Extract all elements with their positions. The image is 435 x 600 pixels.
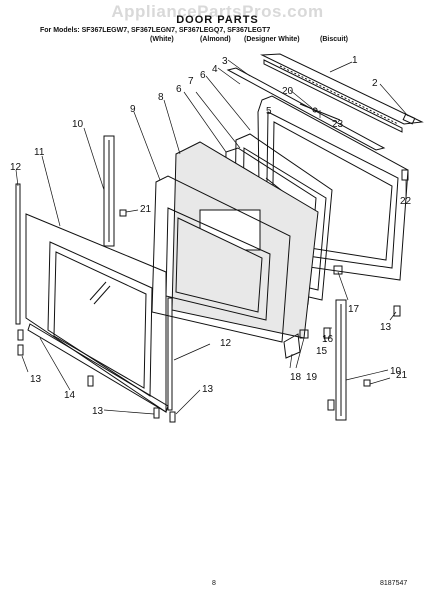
callout-8: 8 — [158, 92, 164, 103]
page-title: DOOR PARTS — [176, 14, 259, 26]
part-21-left — [119, 209, 127, 217]
callout-2: 2 — [372, 78, 378, 89]
part-inner-panel — [151, 175, 291, 343]
color-white: (White) — [150, 36, 174, 43]
callout-13-left: 13 — [30, 374, 42, 385]
part-trim-left — [15, 183, 21, 325]
callout-3: 3 — [222, 56, 228, 67]
part-hinge-right — [335, 299, 347, 421]
part-17 — [333, 265, 343, 275]
callout-5: 5 — [266, 106, 272, 117]
watermark: AppliancePartsPros.com — [111, 2, 324, 21]
part-vent-trim — [260, 53, 424, 133]
callout-22: 22 — [400, 196, 412, 207]
part-hinge-left — [103, 135, 115, 247]
callout-10-right: 10 — [390, 366, 402, 377]
document-number: 8187547 — [380, 580, 408, 587]
callout-6-top: 6 — [200, 70, 206, 81]
callout-9: 9 — [130, 104, 136, 115]
part-trim-right — [167, 297, 173, 411]
callout-12-left: 12 — [10, 162, 22, 173]
callout-19: 19 — [306, 372, 318, 383]
callout-17: 17 — [348, 304, 360, 315]
callout-10-left: 10 — [72, 119, 84, 130]
callout-12-right: 12 — [220, 338, 232, 349]
callout-13-bottom: 13 — [92, 406, 104, 417]
part-bottom-trim — [27, 323, 169, 413]
callout-7: 7 — [188, 76, 194, 87]
callout-14: 14 — [64, 390, 76, 401]
screws — [17, 169, 409, 423]
part-upper-channel — [226, 67, 386, 151]
callout-13-mid: 13 — [202, 384, 214, 395]
callout-15: 15 — [316, 346, 328, 357]
part-21-right — [363, 379, 371, 387]
leader-lines — [15, 59, 409, 415]
color-almond: (Almond) — [200, 36, 231, 43]
callout-13-right: 13 — [380, 322, 392, 333]
page-number: 8 — [212, 580, 216, 587]
callout-6: 6 — [176, 84, 182, 95]
model-list: For Models: SF367LEGW7, SF367LEGN7, SF36… — [40, 27, 271, 34]
callout-23: 23 — [332, 119, 344, 130]
callout-4: 4 — [212, 64, 218, 75]
callout-1: 1 — [352, 55, 358, 66]
callout-18: 18 — [290, 372, 302, 383]
part-outer-door — [25, 213, 167, 413]
color-biscuit: (Biscuit) — [320, 36, 348, 43]
part-end-cap — [402, 113, 416, 125]
callouts: 1 2 3 4 6 20 23 5 6 7 8 9 10 11 12 21 22… — [10, 55, 412, 417]
callout-21-left: 21 — [140, 204, 152, 215]
callout-20: 20 — [282, 86, 294, 97]
callout-11: 11 — [34, 147, 45, 158]
callout-21-right: 21 — [396, 370, 408, 381]
color-designer-white: (Designer White) — [244, 36, 300, 43]
callout-16: 16 — [322, 334, 334, 345]
